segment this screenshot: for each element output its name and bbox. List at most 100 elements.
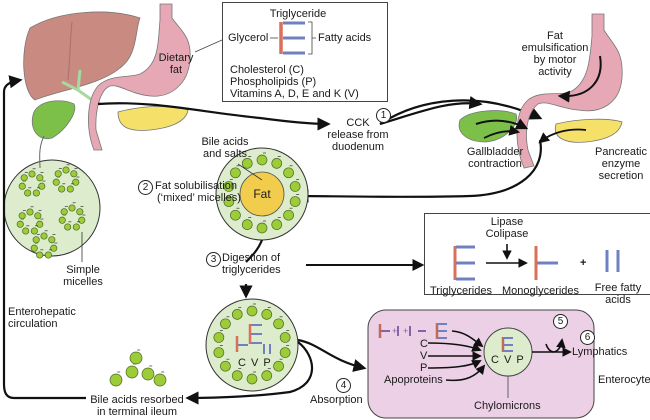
dietary-fat-line-2: fat [169,64,183,76]
emulsification-line-3: by motor [533,54,577,66]
cck-line-1: CCK [346,117,370,129]
entero-v-label: V [420,350,428,362]
simple-micelles-line-2: micelles [63,276,103,288]
step-2-line-1: Fat solubilisation [155,180,237,192]
enterohepatic-loop [2,75,86,400]
step-3-line-2: triglycerides [222,264,281,276]
bile-salt-bead [220,360,231,372]
bile-salt-bead [273,360,284,372]
digestion-box [424,213,650,295]
simple-micelle-bead [72,223,80,231]
simple-micelle-bead [38,182,46,190]
arrow-gallbladder-to-micelles [39,135,45,169]
resorbed-bile-bead [129,351,143,365]
resorbed-bile-bead [125,365,139,379]
enterohepatic-line-1: Enterohepatic [8,306,76,318]
step-5-badge: 5 [553,314,568,329]
bile-salt-bead [256,154,268,166]
micelle-monoglyceride-glyph [235,336,248,352]
liver [23,11,141,101]
simple-micelle-bead [30,244,38,252]
bile-salts-line-1: Bile acids [201,136,249,148]
step-3-badge: 3 [206,252,221,267]
simple-micelle-bead [34,212,42,220]
digestion-monoglyceride-glyph [534,246,558,280]
bile-salt-bead [246,373,258,385]
emulsification-line-2: emulsification [521,42,589,54]
free-fatty-acids-label: Free fatty acids [590,282,646,306]
pancreatic-secretion-label: Pancreatic enzyme secretion [592,146,650,182]
ffa-line-2: acids [605,294,631,306]
bile-acids-salts-label: Bile acids and salts [196,136,254,160]
gallbladder-line-2: contraction [468,158,522,170]
step-4-badge: 4 [336,378,351,393]
bile-salt-bead [283,209,294,221]
simple-micelle-bead [64,223,72,231]
dietary-fat-connector [194,39,223,53]
bile-salt-bead [231,370,243,381]
simple-micelle-bead [40,232,48,240]
gallbladder-contraction-label: Gallbladder contraction [460,146,530,170]
resorbed-bile-bead [153,373,167,387]
simple-micelle-bead [44,251,52,259]
simple-micelle-bead [18,212,26,220]
bile-salt-bead [289,181,301,192]
entero-p-label: P [420,362,428,374]
enterocyte-fatty-acids-glyph [397,326,426,336]
micelle-triglyceride-glyph [248,324,262,344]
lymphatics-label: Lymphatics [572,346,628,358]
arrow-micelle-to-digestion [245,239,264,263]
bile-salt-bead [220,318,231,330]
simple-micelle-bead [28,170,36,178]
simple-micelle-bead [36,220,44,228]
bile-salt-bead [289,196,301,207]
simple-micelle-bead [18,182,26,190]
arrow-pancreatic-flow [538,128,587,144]
bile-salt-bead [273,318,284,330]
arrow-apoproteins-to-chylomicron [445,364,486,382]
pancreas [117,105,189,131]
bile-salt-bead [213,347,225,358]
enterocyte-monoglyceride-glyph [378,324,390,338]
gallbladder [31,100,76,140]
simple-micelle-bead [36,174,44,182]
chylomicron-triglyceride-glyph [501,337,513,352]
dietary-fat-label: Dietary fat [154,52,198,76]
enterohepatic-line-2: circulation [8,318,58,330]
simple-micelle-bead [68,204,76,212]
bile-salt-bead [231,309,243,320]
bile-acids-connector [237,163,263,181]
emulsification-line-4: activity [538,66,572,78]
simple-micelle-bead [60,208,68,216]
pancreas-right [554,118,623,143]
monoglycerides-label: Monoglycerides [502,285,580,297]
simple-micelles-line-1: Simple [66,264,100,276]
simple-micelle-clusters [16,164,86,259]
resorbed-bile-beads [109,349,167,387]
bile-resorbed-line-2: in terminal ileum [96,406,178,418]
apoproteins-label: Apoproteins [384,374,443,386]
arrow-cck-to-pancreas [379,99,543,125]
gallbladder-line-1: Gallbladder [466,146,524,158]
micelle-free-fatty-acids-glyph [263,344,271,354]
bile-salt-bead [256,222,268,234]
step-3-line-1: Digestion of [222,252,281,264]
bile-salt-bead [271,219,283,230]
pancreatic-line-1: Pancreatic [595,146,647,158]
fat-core-label: Fat [253,187,271,201]
simple-micelle-bead [48,236,56,244]
product-micelle-beads [213,303,291,385]
simple-micelle-bead [58,185,66,193]
step-2-label: Fat solubilisation (‘mixed’ micelles) [155,180,241,204]
arrow-gallbladder-flow [483,125,521,139]
arrow-absorption [297,338,367,373]
simple-micelle-bead [76,208,84,216]
bile-salt-bead [279,332,291,343]
bile-salt-bead [230,167,241,179]
bile-salt-bead [271,158,283,169]
arrow-exocytosis [545,338,566,353]
chylo-cvp-label: C V P [491,354,525,366]
simple-micelle-bead [58,216,66,224]
pancreatic-line-2: enzyme [601,158,641,170]
